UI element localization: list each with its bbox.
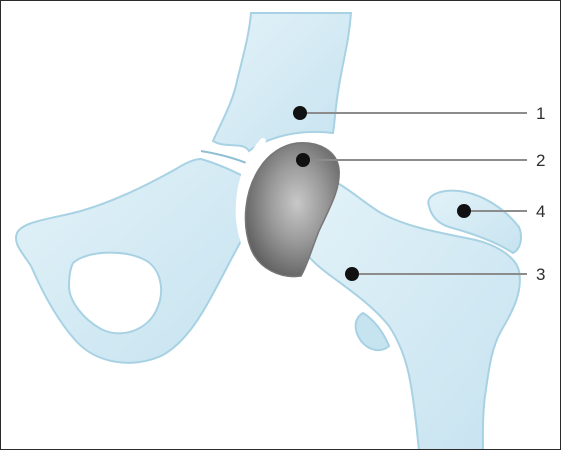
ilium-bone [213,13,351,151]
callout-label-2: 2 [536,152,545,169]
callout-label-3: 3 [536,266,545,283]
marker-3 [345,267,359,281]
callout-label-4: 4 [536,203,545,220]
callout-label-1: 1 [536,105,545,122]
marker-2 [296,153,310,167]
marker-4 [457,204,471,218]
marker-1 [293,106,307,120]
